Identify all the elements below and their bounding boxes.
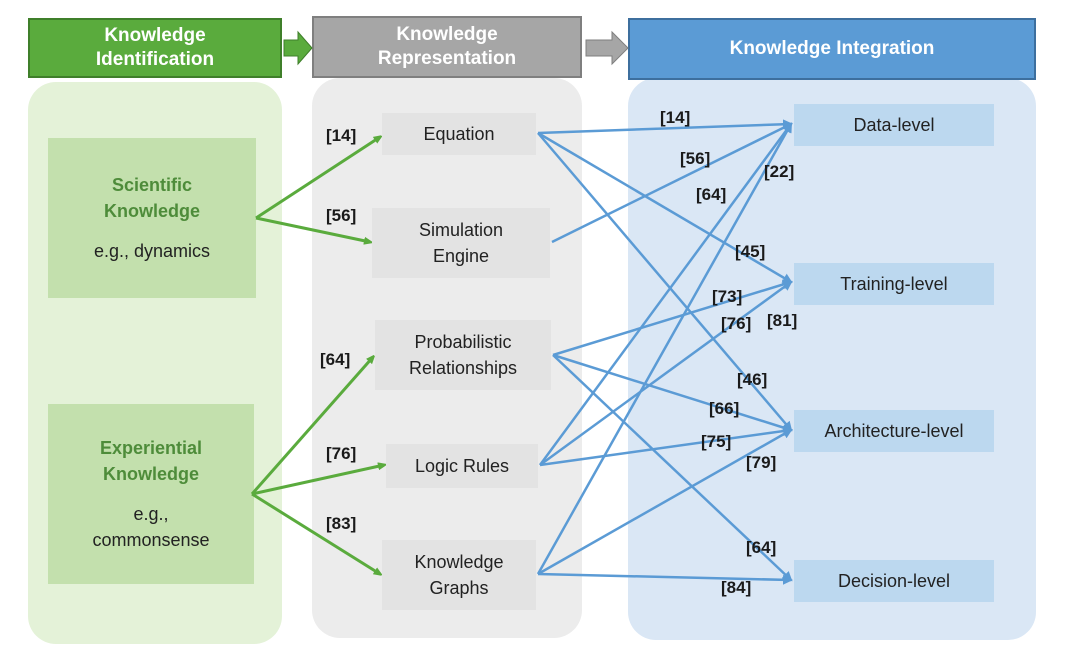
arrow-graphs-data [536, 122, 793, 575]
citation-56-simulation: [56] [326, 206, 357, 225]
citation-14-data: [14] [660, 108, 691, 127]
arrow-equation-training [537, 131, 793, 284]
arrow-experiential-probabilistic [250, 357, 373, 495]
arrow-graphs-decision [537, 572, 793, 585]
arrow-experiential-logic [251, 465, 384, 496]
identification-arrows [250, 137, 384, 574]
citation-64-decision: [64] [746, 538, 777, 557]
arrow-scientific-simulation [255, 216, 370, 242]
citation-56-data: [56] [680, 149, 711, 168]
arrow-graphs-architecture [537, 428, 793, 576]
arrow-equation-data [537, 119, 793, 135]
experiential-knowledge-title: Experiential Knowledge [99, 438, 203, 484]
integration-arrows [536, 119, 793, 585]
knowledge-graphs-box: Knowledge Graphs [382, 540, 536, 610]
arrow-equation-architecture [537, 132, 793, 432]
citation-22-data: [22] [764, 162, 795, 181]
simulation-engine-box: Simulation Engine [372, 208, 550, 278]
equation-box: Equation [382, 113, 536, 155]
data-level-box: Data-level [794, 104, 994, 146]
citation-76-training: [76] [721, 314, 752, 333]
citation-79-architecture: [79] [746, 453, 777, 472]
citation-73-training: [73] [712, 287, 743, 306]
experiential-knowledge-box: Experiential Knowledge e.g., commonsense [48, 404, 254, 584]
citation-81-training: [81] [767, 311, 798, 330]
citation-45-training: [45] [735, 242, 766, 261]
logic-rules-box: Logic Rules [386, 444, 538, 488]
arrow-logic-data [538, 122, 793, 466]
decision-level-box: Decision-level [794, 560, 994, 602]
header-arrow-green [283, 30, 313, 66]
citation-66-architecture: [66] [709, 399, 740, 418]
arrow-probabilistic-architecture [552, 353, 793, 433]
training-level-box: Training-level [794, 263, 994, 305]
header-arrow-gray [585, 30, 629, 66]
arrow-logic-architecture [539, 426, 793, 467]
arrow-experiential-graphs [251, 492, 380, 574]
experiential-knowledge-example: e.g., commonsense [92, 504, 210, 550]
citation-64-data: [64] [696, 185, 727, 204]
citation-76-logic: [76] [326, 444, 357, 463]
citation-75-architecture: [75] [701, 432, 732, 451]
arrow-probabilistic-training [552, 279, 793, 357]
header-integration: Knowledge Integration [628, 18, 1036, 80]
scientific-knowledge-example: e.g., dynamics [93, 241, 211, 261]
architecture-level-box: Architecture-level [794, 410, 994, 452]
header-representation: Knowledge Representation [312, 16, 582, 78]
arrow-simulation-data [551, 122, 793, 244]
probabilistic-relationships-box: Probabilistic Relationships [375, 320, 551, 390]
arrow-logic-training [539, 280, 793, 467]
citation-46-architecture: [46] [737, 370, 768, 389]
citation-83-graphs: [83] [326, 514, 357, 533]
citation-64-probabilistic: [64] [320, 350, 351, 369]
citation-84-decision: [84] [721, 578, 752, 597]
scientific-knowledge-title: Scientific Knowledge [103, 175, 200, 221]
citation-14-equation: [14] [326, 126, 357, 145]
scientific-knowledge-box: Scientific Knowledge e.g., dynamics [48, 138, 256, 298]
header-identification: Knowledge Identification [28, 18, 282, 78]
arrow-scientific-equation [255, 137, 380, 220]
